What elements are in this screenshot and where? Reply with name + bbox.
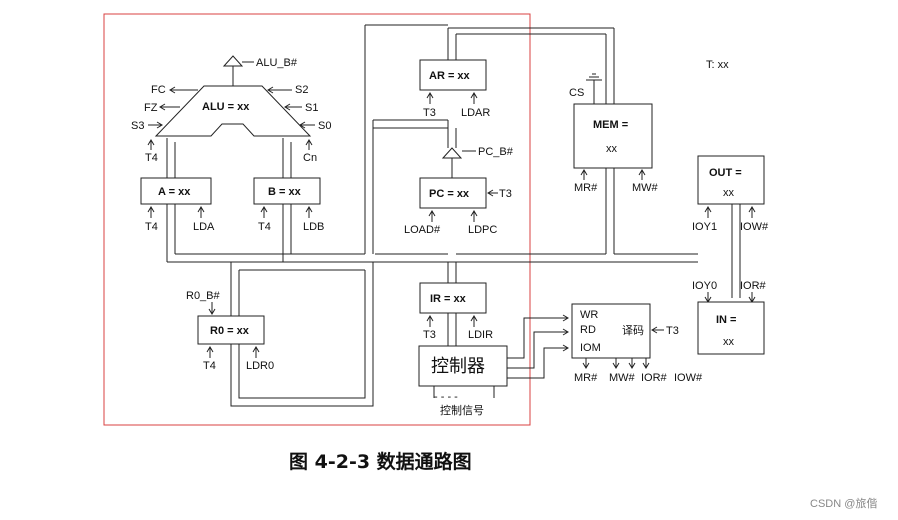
register-pc-t3: T3 <box>499 188 512 200</box>
register-r0 <box>197 315 265 345</box>
register-a <box>140 177 212 205</box>
register-pc-load: LOAD# <box>404 224 441 236</box>
decoder-out-mw: MW# <box>609 372 636 384</box>
decoder-out-iow: IOW# <box>674 372 703 384</box>
in-value: xx <box>723 336 735 348</box>
register-a-clk: T4 <box>145 221 158 233</box>
register-a-load: LDA <box>193 221 215 233</box>
register-pc <box>419 177 487 209</box>
register-ar-title: AR = xx <box>429 70 471 82</box>
register-ar <box>419 59 487 91</box>
register-ir-clk: T3 <box>423 329 436 341</box>
alu-t4-label: T4 <box>145 152 158 164</box>
register-ir-title: IR = xx <box>430 293 467 305</box>
register-r0-load: LDR0 <box>246 360 274 372</box>
controller-box <box>418 345 508 387</box>
out-ioy-label: IOY1 <box>692 221 717 233</box>
ground-icon <box>586 73 602 104</box>
decoder-title: 译码 <box>622 324 644 337</box>
data-bus <box>166 24 741 407</box>
controller-title: 控制器 <box>431 356 485 377</box>
alu-fz-label: FZ <box>144 102 158 114</box>
mem-mr-label: MR# <box>574 182 598 194</box>
register-b-load: LDB <box>303 221 324 233</box>
decoder-input-wr: WR <box>580 309 598 321</box>
alu-s2-label: S2 <box>295 84 308 96</box>
mem-cs-label: CS <box>569 87 584 99</box>
highlight-frame <box>103 13 531 426</box>
alu-b-gate-icon <box>222 55 244 67</box>
register-b-title: B = xx <box>268 186 302 198</box>
register-r0-title: R0 = xx <box>210 325 250 337</box>
alu-title: ALU = xx <box>202 101 250 113</box>
alu-s3-label: S3 <box>131 120 144 132</box>
alu-cn-label: Cn <box>303 152 317 164</box>
register-ar-load: LDAR <box>461 107 490 119</box>
in-title: IN = <box>716 314 736 326</box>
register-b-clk: T4 <box>258 221 271 233</box>
pc-b-gate-icon <box>441 147 463 159</box>
mem-box <box>573 103 653 169</box>
in-ior-label: IOR# <box>740 280 767 292</box>
decoder-out-ior: IOR# <box>641 372 668 384</box>
out-title: OUT = <box>709 167 742 179</box>
r0-bus-ctrl-label: R0_B# <box>186 290 221 302</box>
alu-b-label: ALU_B# <box>256 57 298 69</box>
pc-b-label: PC_B# <box>478 146 514 158</box>
mem-title: MEM = <box>593 119 628 131</box>
register-ir-load: LDIR <box>468 329 493 341</box>
register-pc-ldpc: LDPC <box>468 224 497 236</box>
mem-mw-label: MW# <box>632 182 659 194</box>
register-pc-title: PC = xx <box>429 188 470 200</box>
alu-s1-label: S1 <box>305 102 318 114</box>
in-ioy-label: IOY0 <box>692 280 717 292</box>
alu-s0-label: S0 <box>318 120 331 132</box>
decoder-clk: T3 <box>666 325 679 337</box>
figure-caption: 图 4-2-3 数据通路图 <box>289 450 472 473</box>
out-iow-label: IOW# <box>740 221 769 233</box>
controller-dots: - - - - <box>434 391 458 403</box>
out-value: xx <box>723 187 735 199</box>
register-r0-clk: T4 <box>203 360 216 372</box>
register-ir <box>419 282 487 314</box>
decoder-out-mr: MR# <box>574 372 598 384</box>
watermark: CSDN @旅偕 <box>810 496 877 510</box>
register-b <box>253 177 321 205</box>
alu-trapezoid <box>154 85 312 137</box>
decoder-input-rd: RD <box>580 324 596 336</box>
t-display: T: xx <box>706 59 729 71</box>
alu-fc-label: FC <box>151 84 166 96</box>
decoder-box <box>571 303 651 359</box>
out-box <box>697 155 765 205</box>
mem-value: xx <box>606 143 618 155</box>
register-a-title: A = xx <box>158 186 191 198</box>
in-box <box>697 301 765 355</box>
decoder-input-iom: IOM <box>580 342 601 354</box>
register-ar-clk: T3 <box>423 107 436 119</box>
controller-signals-label: 控制信号 <box>440 403 484 417</box>
